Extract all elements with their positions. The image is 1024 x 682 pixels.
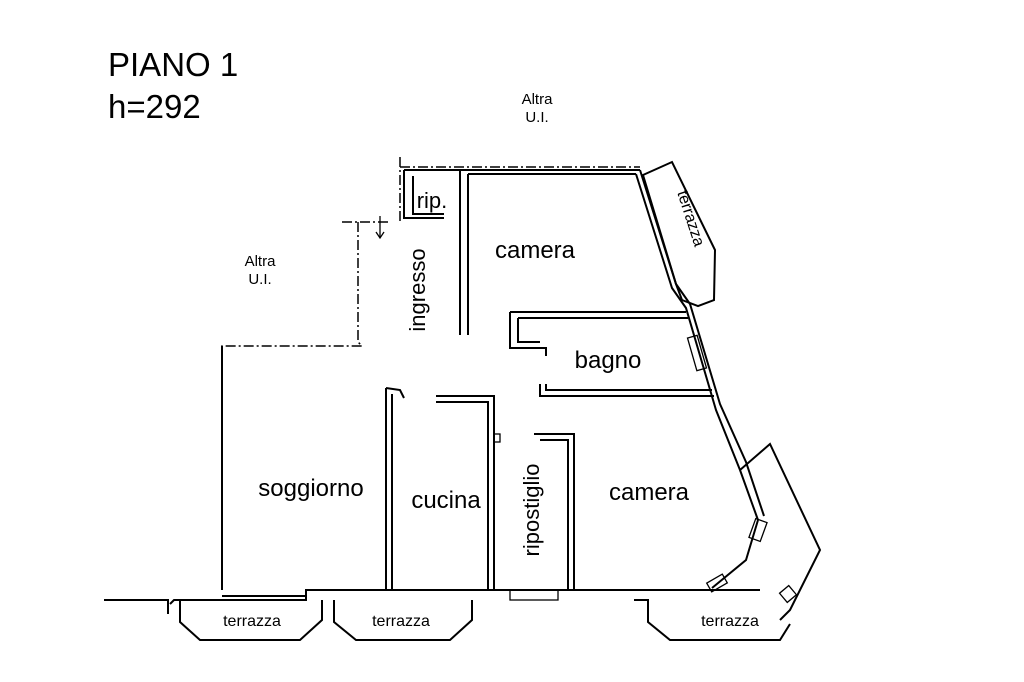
room-ripostiglio: ripostiglio [519,464,544,557]
terraces [179,599,791,641]
room-labels: Altra U.I. Altra U.I. rip. ingresso came… [223,91,759,630]
room-rip: rip. [417,188,448,213]
room-terrazza-1: terrazza [223,613,281,630]
top-neighbor-line2: U.I. [525,109,548,126]
room-terrazza-top: terrazza [673,188,707,248]
room-camera-top: camera [495,237,576,264]
floor-label: PIANO 1 [108,46,239,83]
exterior-walls [104,160,822,621]
left-neighbor-line2: U.I. [248,271,271,288]
room-bagno: bagno [575,347,642,374]
terrazza-top-shape [641,160,717,308]
room-ingresso: ingresso [405,248,430,331]
room-terrazza-2: terrazza [372,613,430,630]
room-cucina: cucina [411,487,481,514]
room-terrazza-3: terrazza [701,613,759,630]
height-label: h=292 [108,88,201,125]
left-neighbor-line1: Altra [245,253,277,270]
top-neighbor-line1: Altra [522,91,554,108]
room-soggiorno: soggiorno [258,475,363,502]
entrance-arrow-icon [375,216,385,240]
room-camera-bottom: camera [609,479,690,506]
